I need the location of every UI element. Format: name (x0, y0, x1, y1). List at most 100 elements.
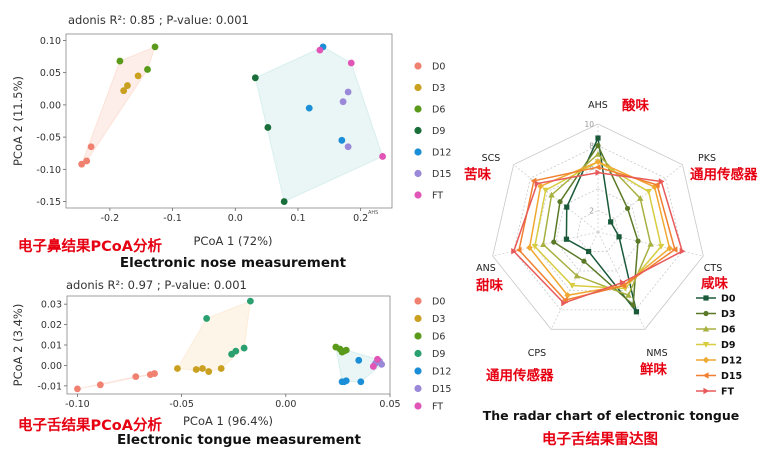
tongue-subtitle-cn: 电子舌结果PCoA分析 (18, 416, 162, 434)
point-d9 (232, 347, 240, 355)
y-tick-label: 0.00 (41, 361, 62, 372)
radar-spoke (492, 231, 599, 257)
radar-legend-marker-d3 (703, 310, 709, 317)
nose-stats-label: adonis R²: 0.85 ; P-value: 0.001 (68, 13, 249, 27)
radar-point-d9 (542, 187, 549, 194)
radar-point-d6 (637, 195, 644, 201)
nose-plot-frame (65, 33, 393, 209)
y-tick-label: 0.03 (41, 300, 62, 311)
nose-points (78, 43, 386, 205)
point-ft (316, 46, 324, 54)
radar-axis-cn-nms: 鲜味 (640, 361, 668, 378)
radar-point-d12 (526, 244, 533, 251)
point-d3 (134, 72, 142, 80)
legend-label-d12: D12 (432, 148, 451, 159)
point-d3 (199, 365, 206, 372)
radar-point-d15 (620, 282, 627, 289)
radar-tick-label: 6 (589, 163, 594, 172)
radar-point-d0 (563, 236, 570, 242)
tongue-hull-d3-d9 (176, 300, 251, 373)
y-tick-label: 0.10 (40, 36, 61, 47)
legend-label-d0: D0 (432, 297, 445, 308)
point-ft (379, 153, 386, 160)
legend-label-d3: D3 (432, 83, 445, 94)
radar-point-d6 (647, 240, 654, 247)
radar-point-ft (595, 169, 602, 176)
legend-label-ft: FT (432, 191, 443, 202)
radar-axis-cn-scs: 苦味 (464, 166, 491, 183)
radar-axis-cn-cts: 咸味 (701, 275, 729, 292)
point-d15 (378, 360, 386, 368)
radar-legend-marker-d0 (703, 295, 709, 301)
radar-point-d0 (564, 204, 570, 210)
radar-point-d9 (531, 243, 539, 250)
radar-axis-label-ahs: AHS (588, 100, 608, 111)
point-ft (347, 59, 355, 67)
radar-point-d6 (540, 241, 547, 248)
legend-label-d12: D12 (432, 367, 451, 378)
nose-corner-label: AHS (368, 210, 378, 216)
radar-point-ft (561, 299, 567, 307)
radar-spoke (550, 231, 599, 330)
radar-legend-label-d12: D12 (721, 356, 742, 367)
legend-marker-d15 (414, 169, 422, 178)
tongue-points (74, 297, 386, 393)
radar-grid-ring (513, 145, 683, 311)
point-d3 (217, 365, 225, 372)
legend-label-d9: D9 (432, 126, 445, 137)
radar-tick-label: 10 (584, 120, 594, 129)
radar-axis-label-scs: SCS (482, 153, 501, 164)
point-d0 (96, 381, 104, 389)
point-d12 (305, 104, 313, 112)
radar-legend-label-d0: D0 (721, 294, 736, 305)
legend-marker-d15 (414, 384, 422, 393)
point-d0 (78, 160, 86, 168)
nose-y-axis-label: PCoA 2 (11.5%) (11, 76, 25, 166)
y-tick-label: 0.02 (41, 320, 62, 331)
x-tick-label: 0.1 (290, 213, 305, 224)
legend-marker-d3 (414, 314, 422, 323)
x-tick-label: 0.0 (228, 213, 243, 224)
radar-point-d0 (608, 219, 614, 225)
radar-axis-label-cps: CPS (528, 348, 546, 359)
radar-axis-label-cts: CTS (704, 263, 722, 274)
radar-axis-label-nms: NMS (646, 348, 667, 359)
point-d15 (344, 88, 352, 96)
point-d0 (83, 157, 91, 165)
radar-point-ft (619, 279, 626, 286)
legend-marker-ft (414, 191, 422, 199)
radar-point-d12 (564, 292, 571, 299)
x-tick-label: 0.00 (275, 399, 296, 410)
legend-label-d6: D6 (432, 332, 445, 343)
radar-point-d15 (671, 246, 678, 253)
radar-point-d15 (653, 181, 660, 189)
point-d3 (120, 87, 128, 95)
radar-line-d3 (552, 144, 639, 307)
radar-axis-label-ans: ANS (476, 263, 496, 274)
radar-point-d9 (569, 282, 576, 289)
point-d9 (203, 315, 211, 322)
radar-point-d3 (624, 205, 631, 212)
radar-legend-label-d15: D15 (721, 371, 742, 382)
point-d3 (205, 368, 213, 375)
legend-marker-d12 (414, 367, 422, 375)
radar-tick-label: 2 (589, 206, 594, 215)
y-tick-label: -0.15 (36, 197, 61, 208)
point-ft (374, 355, 381, 363)
point-d3 (124, 82, 131, 89)
radar-point-d0 (586, 248, 592, 255)
radar-point-ft (534, 180, 541, 187)
point-d12 (357, 378, 365, 386)
radar-axis-cn-ans: 甜味 (476, 277, 503, 294)
radar-axis-cn-pks: 通用传感器 (690, 166, 758, 183)
legend-marker-d6 (414, 105, 422, 113)
radar-legend-marker-ft (703, 387, 710, 395)
radar-legend-marker-d12 (702, 356, 710, 364)
point-d9 (251, 74, 259, 82)
point-d6 (151, 43, 159, 51)
